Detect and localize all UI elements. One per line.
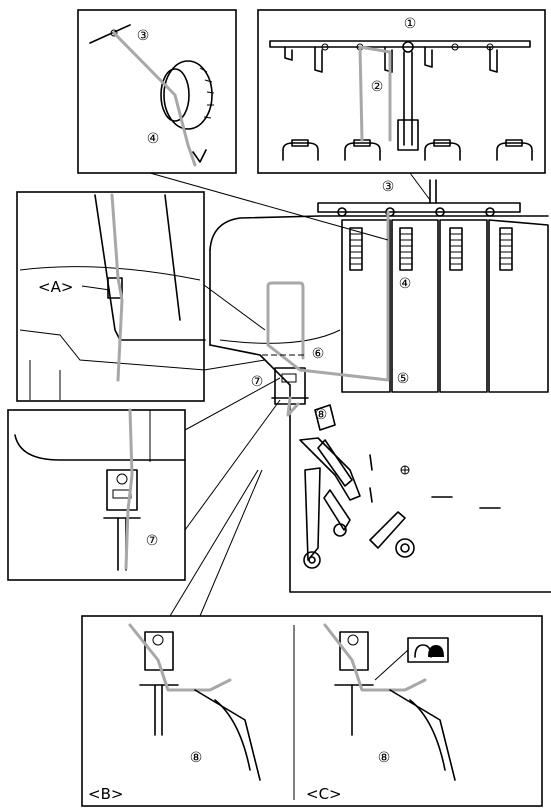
callout-6: ⑥ xyxy=(312,346,325,362)
callout-1: ① xyxy=(404,16,417,32)
callout-2: ② xyxy=(371,79,384,95)
callout-7-main: ⑦ xyxy=(251,374,264,390)
callout-4-detail: ④ xyxy=(147,131,160,147)
callout-4-main: ④ xyxy=(399,276,412,292)
callout-8-c: ⑧ xyxy=(378,750,391,766)
tension-dial-4[interactable] xyxy=(500,228,512,270)
tension-dial-1[interactable] xyxy=(350,228,362,270)
spool-stand-detail xyxy=(258,10,545,173)
view-c-label: <C> xyxy=(306,785,342,803)
callout-8-b: ⑧ xyxy=(190,750,203,766)
tension-dial-3[interactable] xyxy=(450,228,462,270)
callout-3-detail: ③ xyxy=(137,28,150,44)
needle-clamp-detail xyxy=(8,410,185,580)
tension-dial-2[interactable] xyxy=(400,228,412,270)
view-a-label: <A> xyxy=(38,278,73,296)
view-a-detail xyxy=(17,192,205,401)
callout-7-detail: ⑦ xyxy=(146,533,159,549)
callout-8-main: ⑧ xyxy=(315,407,328,423)
callout-3-main: ③ xyxy=(382,179,395,195)
views-bc-panel xyxy=(82,616,542,806)
view-b-label: <B> xyxy=(88,785,123,803)
callout-5: ⑤ xyxy=(397,371,410,387)
thread-guide-detail xyxy=(78,10,236,173)
